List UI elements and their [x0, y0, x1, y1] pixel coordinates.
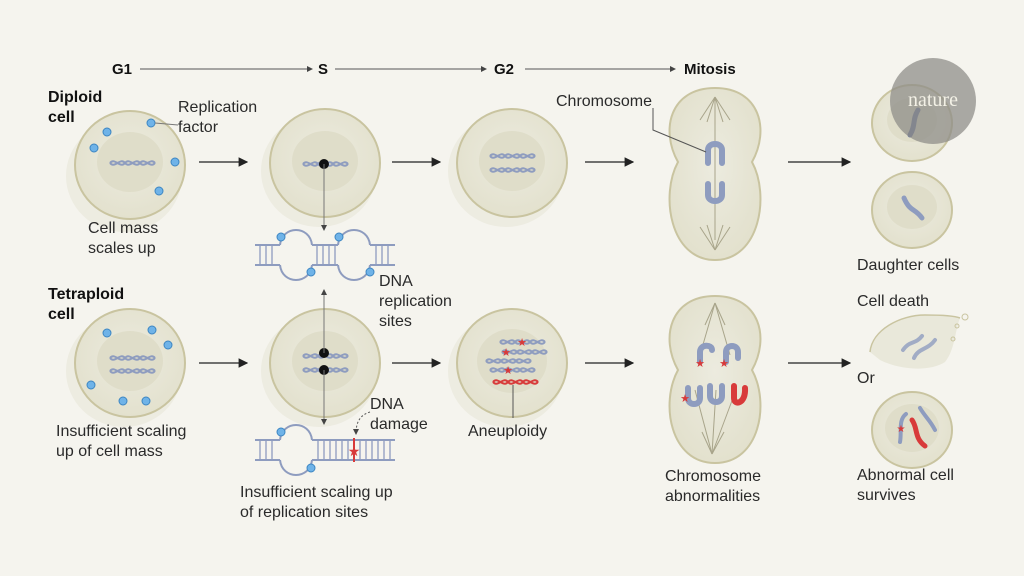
dna-replication-sites-label: DNA — [379, 273, 413, 290]
replication-factor-label: factor — [178, 119, 219, 136]
replication-factor-icon — [170, 157, 180, 167]
diploid-title: Diploid — [48, 89, 102, 106]
diploid-mitosis-cell — [652, 86, 762, 262]
chromosome-icon — [705, 181, 725, 204]
damage-star-icon: ★ — [348, 443, 361, 459]
phase-g1: G1 — [112, 61, 132, 78]
abnormal-cell-label: Abnormal cell — [857, 467, 954, 484]
diploid-g2-cell — [448, 108, 568, 227]
dying-cell — [869, 313, 969, 369]
nature-logo: nature — [890, 58, 976, 144]
phase-timeline: G1 S G2 Mitosis — [112, 61, 736, 78]
dna-replication-sites-label: replication — [379, 293, 452, 310]
chromosome-abnormalities-label: abnormalities — [665, 488, 760, 505]
svg-text:★: ★ — [503, 365, 513, 377]
abnormal-surviving-cell: ★ — [871, 391, 953, 469]
cell-mass-label: Cell mass — [88, 220, 158, 237]
cell-mass-label: scales up — [88, 240, 156, 257]
tetraploid-g1-cell — [66, 308, 186, 427]
phase-s: S — [318, 61, 328, 78]
replication-factor-icon — [154, 186, 164, 196]
cell-death-label: Cell death — [857, 293, 929, 310]
svg-text:★: ★ — [695, 358, 705, 370]
replication-factor-icon — [102, 127, 112, 137]
or-label: Or — [857, 370, 875, 387]
insufficient-mass-label: up of cell mass — [56, 443, 163, 460]
diploid-title: cell — [48, 109, 75, 126]
insufficient-sites-label: of replication sites — [240, 504, 368, 521]
diploid-g1-cell — [66, 110, 186, 232]
tetraploid-mitosis-cell: ★ ★ ★ — [668, 294, 762, 465]
replication-factor-icon — [146, 118, 156, 128]
replication-factor-icon — [89, 143, 99, 153]
dna-replication-sites-label: sites — [379, 313, 412, 330]
insufficient-replication-sites: ★ — [255, 411, 395, 476]
svg-text:★: ★ — [501, 347, 511, 359]
tetraploid-title: cell — [48, 306, 75, 323]
chromosome-label: Chromosome — [556, 93, 652, 110]
abnormal-cell-label: survives — [857, 487, 916, 504]
svg-text:★: ★ — [897, 424, 906, 435]
dna-damage-label: damage — [370, 416, 428, 433]
insufficient-sites-label: Insufficient scaling up — [240, 484, 393, 501]
chromosome-abnormalities-label: Chromosome — [665, 468, 761, 485]
phase-mitosis: Mitosis — [684, 61, 736, 78]
insufficient-mass-label: Insufficient scaling — [56, 423, 186, 440]
tetraploid-s-cell — [261, 289, 381, 427]
dna-damage-label: DNA — [370, 396, 404, 413]
phase-g2: G2 — [494, 61, 514, 78]
chromosome-icon — [705, 141, 725, 166]
svg-text:★: ★ — [517, 337, 527, 349]
svg-text:★: ★ — [719, 358, 729, 370]
diploid-s-cell — [261, 108, 381, 231]
aneuploidy-label: Aneuploidy — [468, 423, 547, 440]
tetraploid-title: Tetraploid — [48, 286, 124, 303]
daughter-cells-label: Daughter cells — [857, 257, 959, 274]
replication-factor-label: Replication — [178, 99, 257, 116]
tetraploid-g2-cell: ★ ★ ★ — [448, 308, 568, 427]
logo-text: nature — [908, 89, 958, 111]
dna-replication-sites — [255, 229, 395, 281]
svg-text:★: ★ — [680, 393, 690, 405]
